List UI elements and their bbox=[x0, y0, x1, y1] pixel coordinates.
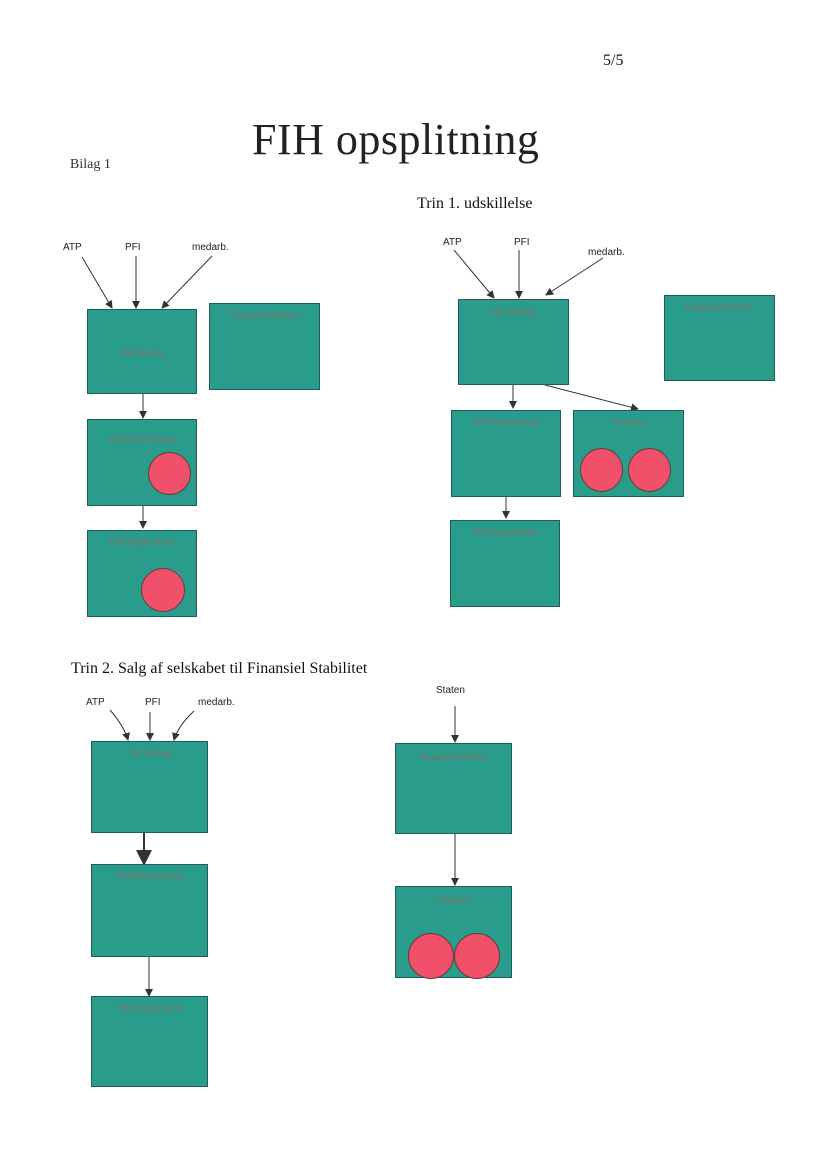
arrow-medarb-holding bbox=[161, 255, 213, 309]
box-fih-holding: FIH Holding bbox=[91, 741, 208, 833]
arrow-atp-holding bbox=[453, 249, 495, 299]
source-label-pfi: PFI bbox=[125, 242, 141, 253]
asset-circle bbox=[628, 448, 671, 492]
box-label: FIH Holding bbox=[490, 307, 537, 317]
box-label: Finansiel Stabilitet bbox=[230, 310, 299, 320]
source-label-pfi: PFI bbox=[514, 237, 530, 248]
box-selskabet: Selskabet bbox=[573, 410, 684, 497]
box-label: Selskabet bbox=[611, 417, 646, 427]
source-label-atp: ATP bbox=[63, 242, 82, 253]
asset-circle bbox=[408, 933, 454, 979]
box-finansiel-stabilitet: Finansiel Stabilitet bbox=[395, 743, 512, 834]
box-label: FIH Holding bbox=[126, 748, 173, 758]
box-fih-holding: FIH Holding bbox=[87, 309, 197, 394]
box-label: FIH Kapital Bank bbox=[472, 527, 538, 537]
box-fih-erhvervsbank: FIH Erhvervsbank bbox=[87, 419, 197, 506]
source-label-medarb: medarb. bbox=[192, 242, 229, 253]
bilag-label: Bilag 1 bbox=[70, 157, 111, 172]
box-fih-holding: FIH Holding bbox=[458, 299, 569, 385]
source-label-atp: ATP bbox=[86, 697, 105, 708]
box-finansiel-stabilitet: Finansiel Stabilitet bbox=[209, 303, 320, 390]
arrow-medarb-holding bbox=[545, 257, 604, 296]
page-number: 5/5 bbox=[603, 52, 624, 69]
asset-circle bbox=[454, 933, 500, 979]
arrow-medarb-holding bbox=[172, 710, 195, 741]
source-label-atp: ATP bbox=[443, 237, 462, 248]
box-label: FIH Erhvervsbank bbox=[116, 871, 183, 881]
arrow-atp-holding bbox=[109, 709, 130, 741]
asset-circle bbox=[141, 568, 185, 612]
trin1-heading: Trin 1. udskillelse bbox=[417, 195, 533, 212]
box-fih-kapital-bank: FIH Kapital Bank bbox=[91, 996, 208, 1087]
arrow-holding-selskabet bbox=[544, 384, 639, 412]
box-label: Finansiel Stabilitet bbox=[419, 752, 488, 762]
box-fih-kapital-bank: FIH Kapital Bank bbox=[450, 520, 560, 607]
asset-circle bbox=[148, 452, 191, 495]
box-label: FIH Holding bbox=[118, 348, 166, 358]
source-label-medarb: medarb. bbox=[588, 247, 625, 258]
page-title: FIH opsplitning bbox=[252, 115, 540, 164]
box-label: Finansiel Stabilitet bbox=[685, 302, 754, 312]
source-label-medarb: medarb. bbox=[198, 697, 235, 708]
box-finansiel-stabilitet: Finansiel Stabilitet bbox=[664, 295, 775, 381]
box-label: Selskabet bbox=[436, 895, 471, 905]
box-label: FIH Erhvervsbank bbox=[472, 417, 540, 427]
box-label: FIH Kapital Bank bbox=[109, 537, 175, 547]
box-fih-kapital-bank: FIH Kapital Bank bbox=[87, 530, 197, 617]
box-fih-erhvervsbank: FIH Erhvervsbank bbox=[91, 864, 208, 957]
source-label-staten: Staten bbox=[436, 685, 465, 696]
box-label: FIH Kapital Bank bbox=[117, 1003, 182, 1013]
asset-circle bbox=[580, 448, 623, 492]
box-fih-erhvervsbank: FIH Erhvervsbank bbox=[451, 410, 561, 497]
arrow-atp-holding bbox=[81, 256, 113, 309]
trin2-heading: Trin 2. Salg af selskabet til Finansiel … bbox=[71, 660, 368, 677]
box-selskabet: Selskabet bbox=[395, 886, 512, 979]
source-label-pfi: PFI bbox=[145, 697, 161, 708]
box-label: FIH Erhvervsbank bbox=[108, 434, 176, 444]
